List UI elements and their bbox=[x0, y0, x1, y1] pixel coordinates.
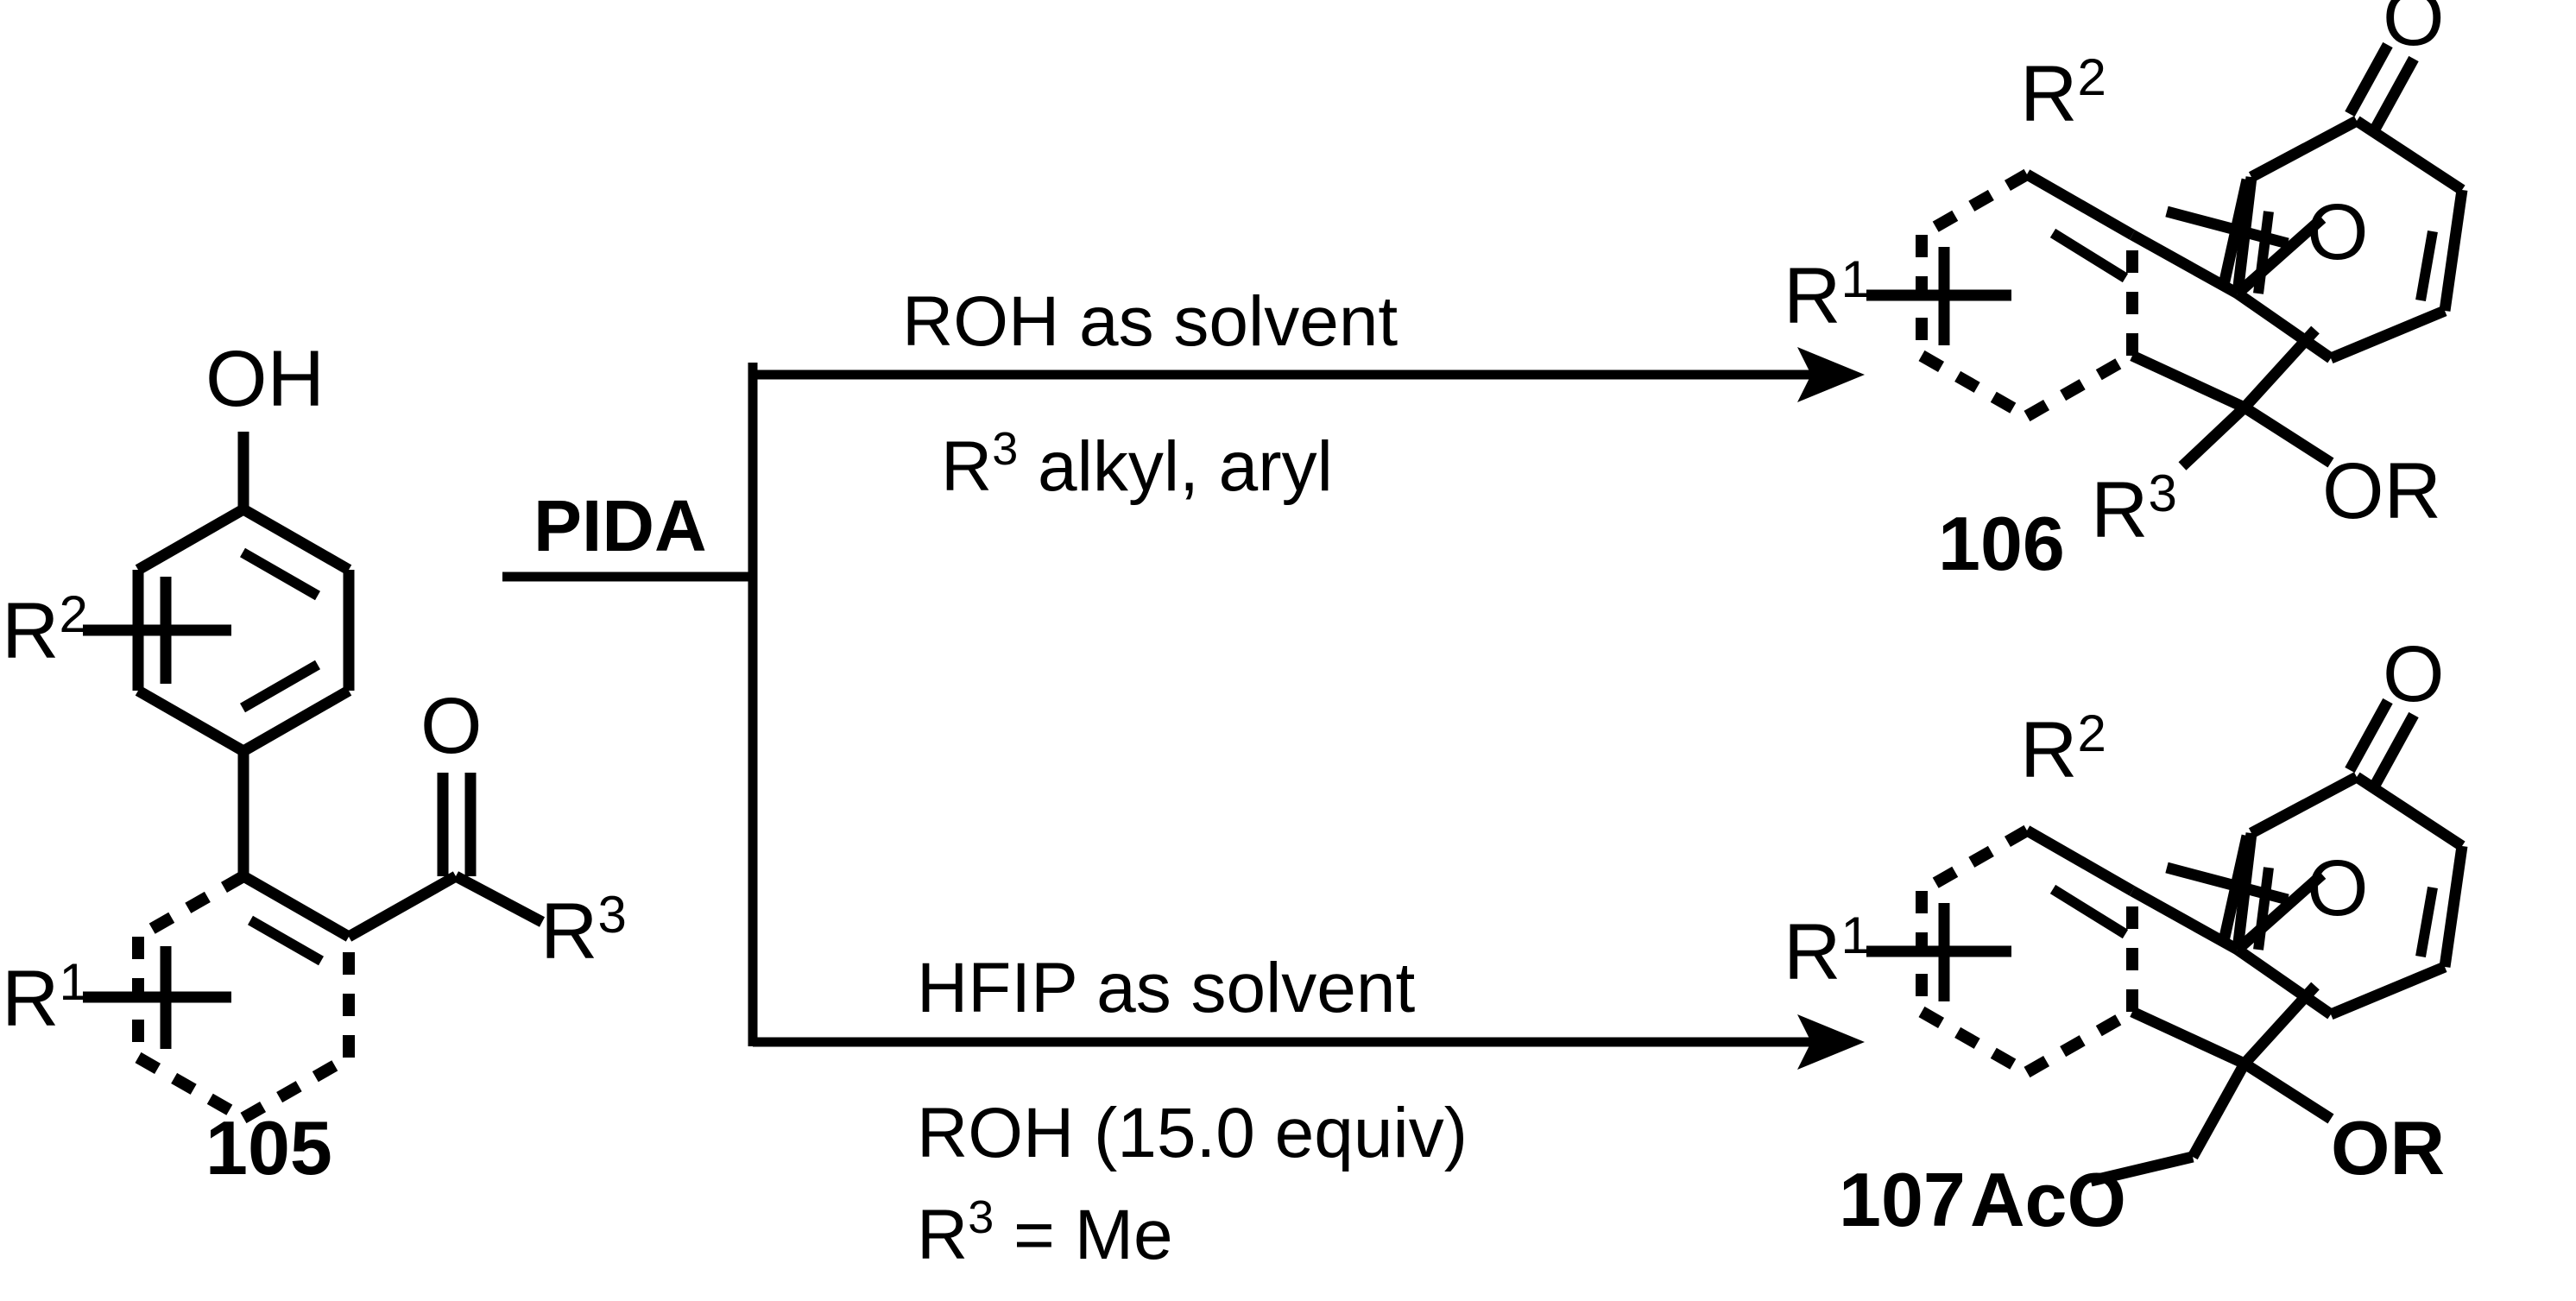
or-label-107: OR bbox=[2331, 1105, 2445, 1190]
carbonyl-to-r3-bond bbox=[452, 871, 546, 927]
acetal-to-or-bond-107 bbox=[2241, 1058, 2334, 1124]
ketone-group-107 bbox=[2345, 698, 2419, 787]
r3-label-105: R3 bbox=[540, 886, 627, 976]
furan-ring-107 bbox=[2130, 870, 2327, 1069]
spiro-bond-107 bbox=[2129, 886, 2241, 955]
upper-arrow-above-text: ROH as solvent bbox=[902, 282, 1398, 361]
lower-arrow-below-text-2: R3 = Me bbox=[917, 1191, 1173, 1274]
acetal-to-or-bond-106 bbox=[2241, 402, 2334, 468]
upper-reaction-arrow bbox=[753, 347, 1865, 402]
r1-label-105: R1 bbox=[2, 953, 88, 1043]
compound-number-105: 105 bbox=[205, 1105, 332, 1190]
reaction-arrows bbox=[502, 347, 1865, 1070]
furan-ring-106 bbox=[2130, 214, 2327, 413]
r1-substituent-bond-105 bbox=[83, 946, 231, 1049]
ketone-group-106 bbox=[2345, 41, 2419, 131]
r1-substituent-bond-107 bbox=[1866, 903, 2011, 1001]
r2-label: R2 bbox=[2, 585, 88, 675]
or-label-106: OR bbox=[2322, 447, 2441, 535]
ch2-to-aco-bond-107 bbox=[2089, 1151, 2194, 1187]
aco-label-107: AcO bbox=[1970, 1157, 2126, 1242]
acetal-to-r3-bond-106 bbox=[2178, 403, 2249, 471]
lower-reaction-arrow bbox=[753, 1014, 1865, 1070]
ketone-o-label-106: O bbox=[2383, 0, 2445, 62]
ketone-o-label-107: O bbox=[2383, 630, 2445, 718]
ring-o-label-106: O bbox=[2307, 188, 2369, 276]
phenol-ring bbox=[132, 504, 355, 756]
r3-label-106: R3 bbox=[2091, 464, 2177, 554]
upper-arrow-below-text: R3 alkyl, aryl bbox=[941, 423, 1333, 506]
r2-label-106: R2 bbox=[2020, 48, 2106, 138]
r1-label-107: R1 bbox=[1784, 906, 1870, 996]
oh-label: OH bbox=[205, 335, 325, 423]
r2-label-107: R2 bbox=[2020, 704, 2106, 794]
product-106-structure: O R2 R1 O bbox=[1784, 0, 2468, 586]
carbonyl-o-label-105: O bbox=[420, 682, 483, 770]
r1-substituent-bond-106 bbox=[1866, 247, 2011, 345]
r2-substituent-bond-107 bbox=[2165, 834, 2289, 943]
r1-label-106: R1 bbox=[1784, 250, 1870, 340]
lower-arrow-below-text-1: ROH (15.0 equiv) bbox=[917, 1094, 1468, 1172]
reactant-105-structure: OH R2 R1 bbox=[2, 335, 627, 1190]
ring-o-label-107: O bbox=[2307, 844, 2369, 932]
compound-number-106: 106 bbox=[1938, 501, 2065, 586]
lower-arrow-above-text: HFIP as solvent bbox=[917, 949, 1416, 1027]
carbonyl-group-105 bbox=[437, 773, 477, 876]
ring-to-carbonyl-bond bbox=[345, 871, 459, 942]
r2-substituent-bond-106 bbox=[2165, 178, 2289, 287]
compound-number-107: 107 bbox=[1839, 1157, 1966, 1242]
benzo-ring-106 bbox=[1916, 168, 2138, 422]
spiro-bond-106 bbox=[2129, 230, 2241, 299]
reagent-label-pida: PIDA bbox=[534, 485, 707, 566]
acetal-to-ch2-bond-107 bbox=[2188, 1060, 2250, 1160]
r2-substituent-bond bbox=[83, 577, 231, 684]
product-107-structure: O R2 R1 O bbox=[1784, 630, 2468, 1242]
